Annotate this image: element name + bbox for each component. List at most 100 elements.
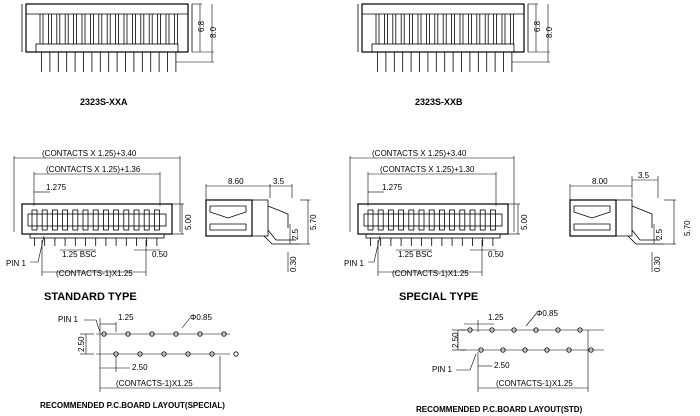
dim-500-spec: 5.00 — [520, 214, 529, 230]
contact-slot — [62, 209, 68, 231]
contact-slot — [428, 209, 435, 231]
contact-slot — [449, 209, 456, 231]
pin1-label-std: PIN 1 — [6, 259, 27, 268]
contact-slot — [82, 209, 89, 231]
model-label-b: 2323S-XXB — [415, 97, 463, 107]
pcb-row-pitch-std: 2.50 — [494, 361, 510, 370]
contact-slot — [377, 209, 384, 231]
pcb-hole-std: Φ0.85 — [536, 309, 559, 318]
dim-030-a: 0.30 — [289, 256, 298, 272]
pcb-hole — [489, 327, 495, 333]
dim-050-std: 0.50 — [152, 250, 168, 259]
dim-800: 8.00 — [592, 177, 608, 186]
pcb-pitch-special: 1.25 — [118, 313, 134, 322]
dim-bsc-std: 1.25 BSC — [62, 250, 96, 259]
pcb-row-pitch-special: 2.50 — [132, 363, 148, 372]
pcb-hole — [544, 347, 550, 353]
contact-slot — [387, 209, 394, 231]
dim-inner-spec: (CONTACTS X 1.25)+1.30 — [380, 165, 475, 174]
contact-slot — [367, 209, 374, 231]
contact-slot — [153, 209, 160, 231]
connector-top-view-b: 6.8 8.0 2323S-XXB — [357, 3, 554, 107]
dim-030-b: 0.30 — [653, 256, 662, 272]
contact-slot — [113, 209, 119, 231]
pcb-hole — [467, 327, 473, 333]
pcb-hole — [500, 347, 506, 353]
pcb-layout-special: PIN 1 1.25 Φ0.85 2.50 2.50 (CONTACTS-1)X… — [40, 313, 239, 410]
side-profile-b: 8.00 3.5 5.70 2.5 0.30 — [569, 171, 692, 272]
contact-slot — [103, 209, 109, 231]
contact-slot — [31, 209, 38, 231]
pcb-pin1-std: PIN 1 — [432, 365, 453, 374]
special-type-view: (CONTACTS X 1.25)+3.40 (CONTACTS X 1.25)… — [344, 149, 529, 303]
pcb-hole — [555, 327, 561, 333]
pcb-pitch-std: 1.25 — [488, 313, 504, 322]
dim-inner-std: (CONTACTS X 1.25)+1.36 — [46, 165, 141, 174]
pcb-hole — [161, 351, 167, 357]
pcb-layout-std: 1.25 Φ0.85 2.50 2.50 PIN 1 (CONTACTS-1)X… — [416, 309, 604, 414]
contact-slot — [143, 209, 150, 231]
pcb-hole — [566, 347, 572, 353]
dim-570-a: 5.70 — [309, 214, 318, 230]
pcb-hole — [511, 327, 517, 333]
dim-8-0-a: 8.0 — [209, 26, 218, 38]
dim-500-std: 5.00 — [184, 214, 193, 230]
contact-slot — [72, 209, 79, 231]
dim-span-std: (CONTACTS-1)X1.25 — [56, 269, 133, 278]
dim-8-0-b: 8.0 — [545, 26, 554, 38]
contact-slot — [398, 209, 405, 231]
dim-6-8-a: 6.8 — [197, 20, 206, 32]
contact-slot — [479, 209, 486, 231]
dim-570-b: 5.70 — [683, 220, 692, 236]
contact-slot — [459, 209, 466, 231]
contact-slot — [408, 209, 415, 231]
connector-top-view-a: 6.8 8.0 2323S-XXA — [21, 3, 218, 107]
pcb-hole — [233, 351, 239, 357]
dim-bsc-spec: 1.25 BSC — [398, 250, 432, 259]
dim-1275-std: 1.275 — [46, 183, 67, 192]
pcb-hole — [478, 347, 484, 353]
pcb-hole — [125, 331, 131, 337]
dim-1275-spec: 1.275 — [382, 183, 403, 192]
standard-type-view: (CONTACTS X 1.25)+3.40 (CONTACTS X 1.25)… — [6, 149, 193, 303]
pcb-pin1-special: PIN 1 — [58, 315, 79, 324]
pcb-hole — [533, 327, 539, 333]
contact-slot — [418, 209, 425, 231]
pcb-hole — [197, 331, 203, 337]
dim-6-8-b: 6.8 — [533, 20, 542, 32]
pcb-caption-special: RECOMMENDED P.C.BOARD LAYOUT(SPECIAL) — [40, 401, 225, 410]
pcb-hole — [137, 351, 143, 357]
dim-35-a: 3.5 — [273, 177, 285, 186]
contact-slot — [123, 209, 130, 231]
pcb-hole — [149, 331, 155, 337]
contact-slot — [41, 209, 48, 231]
pcb-hole — [588, 347, 594, 353]
contact-slot — [52, 209, 58, 231]
dim-span-spec: (CONTACTS-1)X1.25 — [392, 269, 469, 278]
pcb-hole — [522, 347, 528, 353]
pcb-span-special: (CONTACTS-1)X1.25 — [116, 379, 193, 388]
dim-25-b: 2.5 — [655, 228, 664, 240]
dim-050-spec: 0.50 — [488, 250, 504, 259]
pcb-row-std: 2.50 — [451, 332, 460, 348]
contact-slot — [438, 209, 445, 231]
contact-slot — [469, 209, 476, 231]
contact-slot — [92, 209, 99, 231]
dim-860: 8.60 — [228, 177, 244, 186]
pcb-hole — [209, 351, 215, 357]
dim-35-b: 3.5 — [638, 171, 650, 180]
pin1-label-spec: PIN 1 — [344, 259, 365, 268]
dim-25-a: 2.5 — [291, 228, 300, 240]
side-profile-a: 8.60 3.5 5.70 2.5 0.30 — [205, 177, 318, 272]
special-type-label: SPECIAL TYPE — [399, 291, 478, 303]
standard-type-label: STANDARD TYPE — [44, 291, 137, 303]
pcb-hole — [221, 331, 227, 337]
dim-overall-spec: (CONTACTS X 1.25)+3.40 — [372, 149, 467, 158]
pcb-hole — [185, 351, 191, 357]
pcb-caption-std: RECOMMENDED P.C.BOARD LAYOUT(STD) — [416, 405, 583, 414]
pcb-hole — [577, 327, 583, 333]
model-label-a: 2323S-XXA — [80, 97, 128, 107]
pcb-span-std: (CONTACTS-1)X1.25 — [496, 379, 573, 388]
pcb-row-special: 2.50 — [77, 336, 86, 352]
